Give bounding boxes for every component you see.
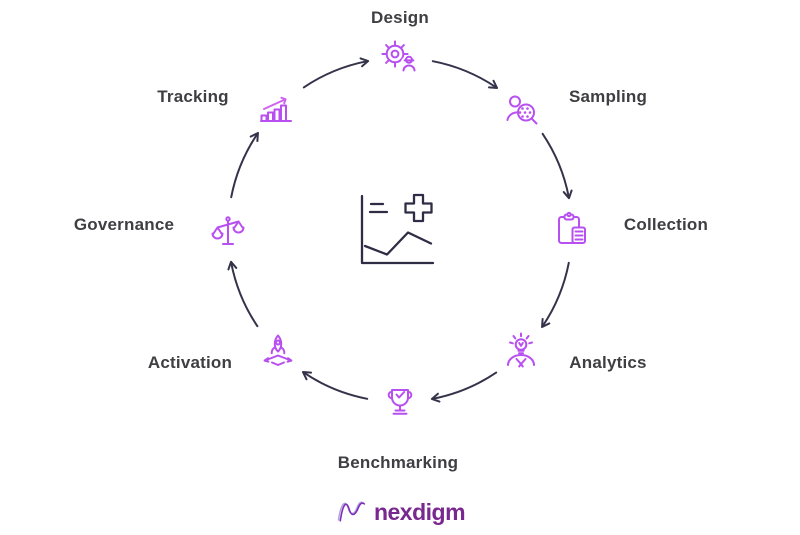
arrow-collection-to-analytics [541, 261, 570, 329]
stage-label-activation: Activation [147, 353, 233, 372]
lightbulb-person-icon [507, 332, 535, 368]
rocket-launch-icon [263, 334, 293, 366]
arrow-governance-to-tracking [230, 131, 259, 199]
stage-label-collection: Collection [623, 215, 709, 234]
stage-label-analytics: Analytics [569, 353, 647, 372]
arrow-benchmarking-to-activation [301, 371, 369, 400]
balance-scales-icon [211, 216, 245, 245]
trophy-check-icon [387, 389, 413, 415]
arrow-analytics-to-benchmarking [430, 371, 498, 403]
stage-label-governance: Governance [73, 215, 175, 234]
person-magnifier-icon [506, 95, 538, 125]
brand-name: nexdigm [373, 498, 466, 525]
stage-label-design: Design [371, 8, 429, 27]
chart-plus-icon [360, 193, 435, 265]
nexdigm-wave-n-icon [337, 501, 366, 522]
clipboard-document-icon [558, 211, 586, 244]
arrow-sampling-to-collection [541, 132, 573, 200]
arrow-tracking-to-design [302, 57, 370, 89]
stage-label-sampling: Sampling [568, 87, 648, 106]
gear-person-icon [381, 40, 418, 73]
arrow-activation-to-governance [227, 260, 259, 328]
stage-label-tracking: Tracking [157, 87, 229, 106]
cycle-arrows [227, 57, 573, 403]
growth-bar-chart-icon [260, 96, 292, 122]
stage-label-benchmarking: Benchmarking [337, 453, 459, 472]
brand-logo: nexdigm [335, 494, 466, 528]
arrow-design-to-sampling [431, 60, 499, 89]
